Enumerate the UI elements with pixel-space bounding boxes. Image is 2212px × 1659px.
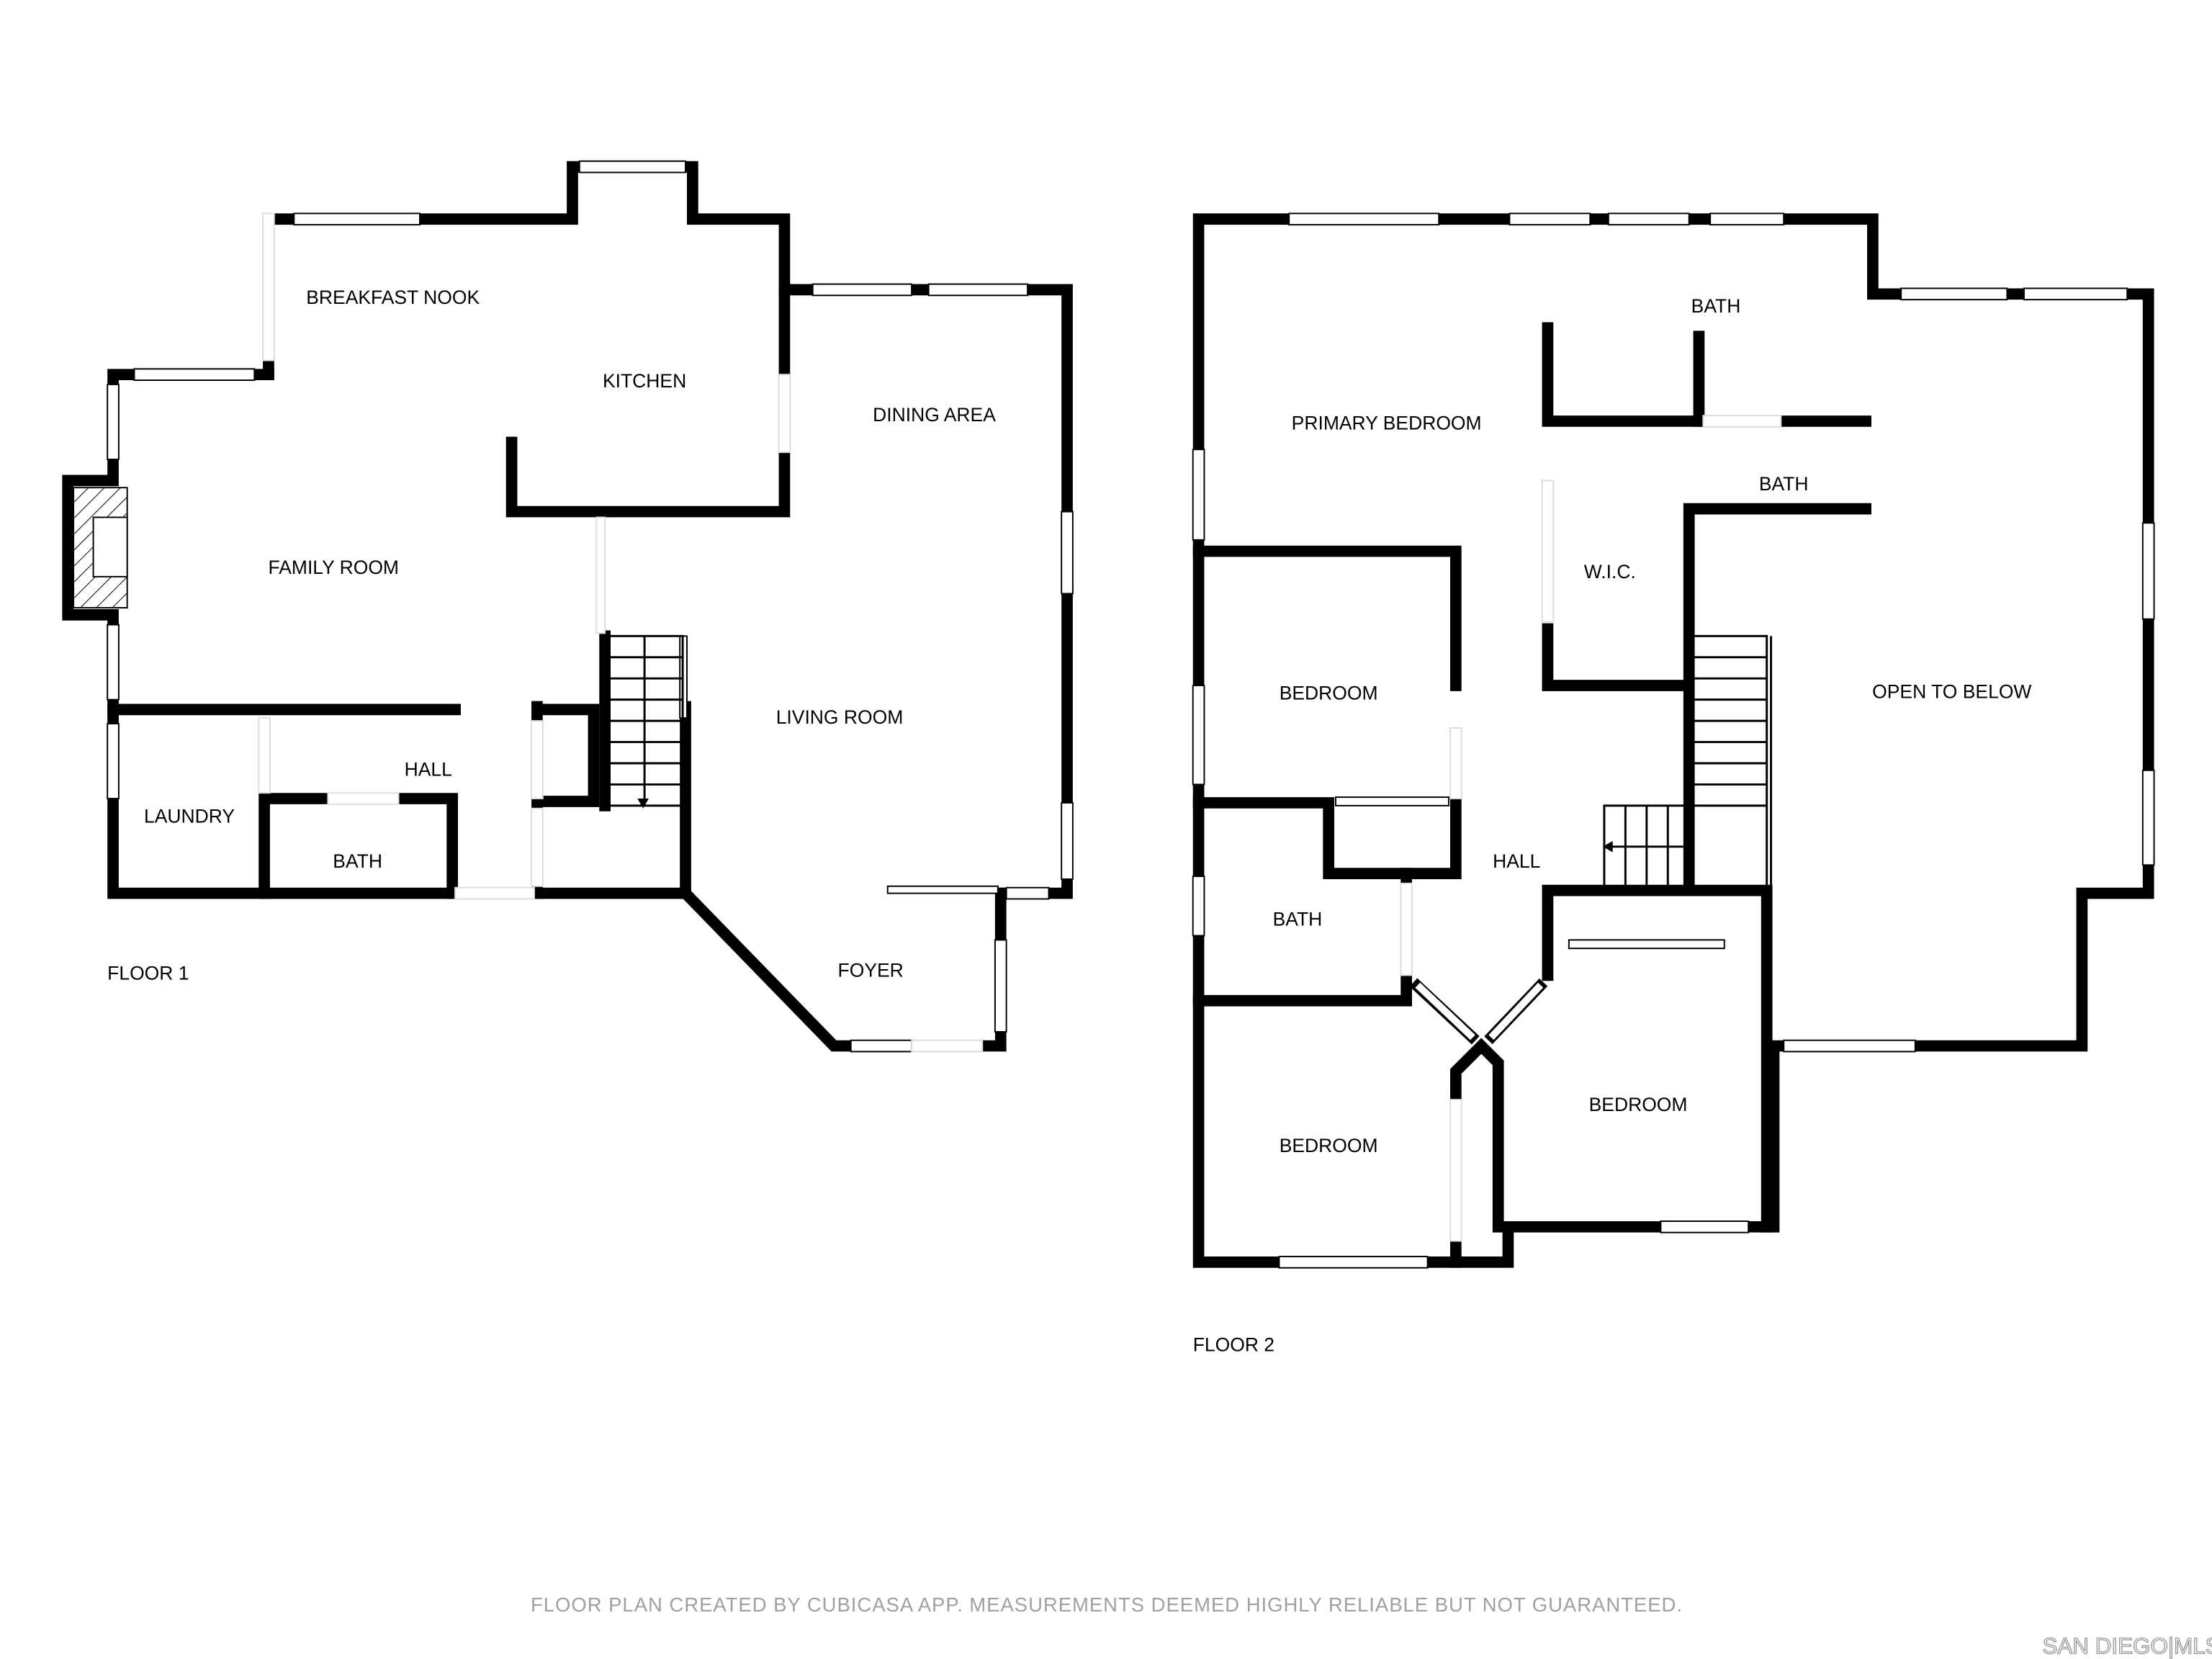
room-label: OPEN TO BELOW [1872, 681, 2031, 703]
mls-watermark-logo: SAN DIEGO|MLS [2042, 1634, 2212, 1659]
floor-2-labels: BATH PRIMARY BEDROOM BATH W.I.C. BEDROOM… [1193, 295, 2032, 1356]
floor-1-walls [62, 161, 1073, 1052]
room-label: LIVING ROOM [776, 706, 904, 728]
room-label: KITCHEN [603, 370, 686, 392]
floor-1-labels: BREAKFAST NOOK KITCHEN DINING AREA FAMIL… [107, 287, 996, 984]
room-label: BATH [1759, 473, 1809, 495]
room-label: DINING AREA [873, 404, 996, 426]
floor-2-windows [1192, 212, 2155, 1269]
room-label: LAUNDRY [144, 805, 235, 827]
room-label: BEDROOM [1280, 1135, 1378, 1156]
room-label: BEDROOM [1589, 1094, 1688, 1115]
room-label: BEDROOM [1280, 683, 1378, 704]
room-label: BATH [333, 850, 382, 872]
floor-1-title: FLOOR 1 [107, 962, 189, 984]
stair-arrow-icon [1602, 840, 1613, 853]
floor-1-openings [258, 212, 984, 1053]
room-label: FOYER [838, 959, 904, 981]
room-label: HALL [1493, 850, 1540, 872]
floor-2-title: FLOOR 2 [1193, 1334, 1274, 1356]
floor-1-windows [107, 160, 1074, 1053]
room-label: BATH [1691, 295, 1741, 317]
floor-1-stairs [606, 634, 684, 809]
room-label: BREAKFAST NOOK [306, 287, 480, 308]
floor-2-openings [1400, 415, 1782, 1242]
floor-1-plan: BREAKFAST NOOK KITCHEN DINING AREA FAMIL… [62, 160, 1074, 1053]
room-label: PRIMARY BEDROOM [1292, 413, 1482, 434]
room-label: W.I.C. [1584, 561, 1636, 583]
room-label: HALL [405, 759, 452, 781]
floor-2-stairs [1602, 634, 1773, 889]
room-label: FAMILY ROOM [269, 557, 400, 578]
disclaimer-text: FLOOR PLAN CREATED BY CUBICASA APP. MEAS… [531, 1593, 1683, 1616]
floor-2-plan: BATH PRIMARY BEDROOM BATH W.I.C. BEDROOM… [1192, 212, 2155, 1356]
room-label: BATH [1273, 909, 1323, 930]
fireplace [73, 487, 128, 609]
floor-2-walls [1192, 213, 2154, 1268]
stair-arrow-icon [637, 799, 649, 809]
